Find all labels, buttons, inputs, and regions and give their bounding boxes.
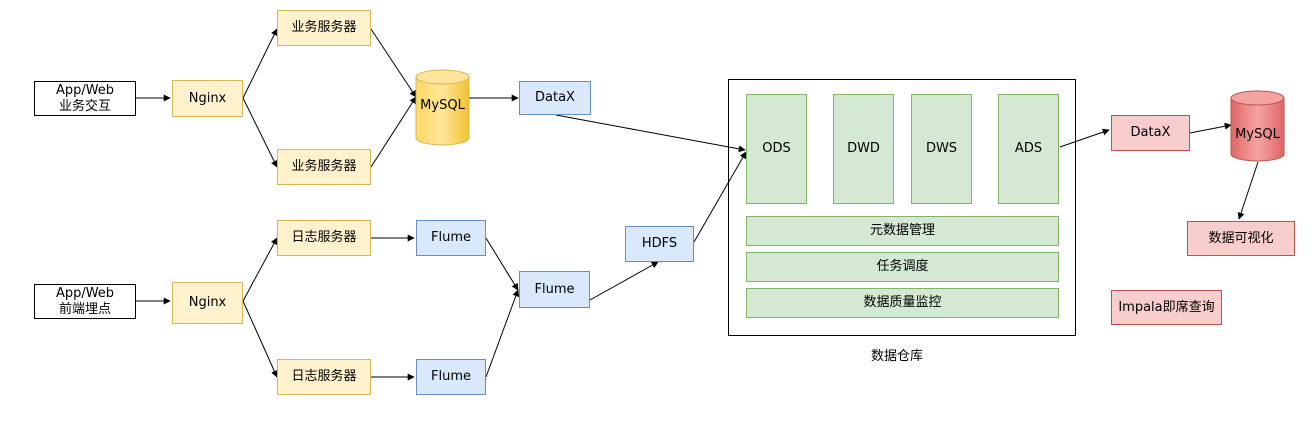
edge-datax-to-mysql-target — [1189, 122, 1232, 134]
mysql-source-cylinder — [415, 69, 470, 146]
data-visualization: 数据可视化 — [1187, 221, 1295, 256]
datax-export: DataX — [1111, 115, 1190, 151]
data-warehouse-frame — [728, 79, 1076, 336]
source-top-line1: App/Web — [55, 82, 115, 98]
flume-2: Flume — [416, 359, 486, 395]
edge-biz1-to-mysql — [370, 28, 417, 98]
data-warehouse-caption: 数据仓库 — [871, 349, 924, 364]
service-task-scheduling: 任务调度 — [746, 252, 1059, 282]
nginx-bottom: Nginx — [172, 282, 243, 324]
source-bottom-line2: 前端埋点 — [58, 301, 111, 317]
source-app-web-business: App/Web 业务交互 — [34, 81, 136, 116]
layer-ods: ODS — [746, 94, 807, 204]
nginx-top: Nginx — [172, 80, 243, 117]
mysql-source-label: MySQL — [420, 97, 465, 113]
source-top-line2: 业务交互 — [58, 98, 111, 114]
edge-flume-agg-to-hdfs — [589, 261, 659, 301]
edge-nginx-to-biz1 — [242, 28, 278, 99]
layer-ads: ADS — [998, 94, 1059, 204]
edge-nginx-to-log1 — [242, 237, 278, 302]
service-metadata-management: 元数据管理 — [746, 216, 1059, 246]
edge-hdfs-to-ods — [693, 151, 747, 243]
edge-nginx-to-biz2 — [242, 97, 278, 168]
layer-dws: DWS — [911, 94, 972, 204]
edge-flume1-to-flume-agg — [485, 237, 519, 291]
log-server-1: 日志服务器 — [277, 220, 371, 256]
mysql-target-cylinder — [1230, 90, 1285, 162]
edge-mysql-target-to-vis — [1237, 161, 1259, 220]
edge-flume2-to-flume-agg — [485, 289, 520, 378]
hdfs: HDFS — [625, 226, 694, 262]
business-server-2: 业务服务器 — [277, 149, 371, 185]
source-app-web-tracking: App/Web 前端埋点 — [34, 284, 136, 319]
mysql-target-label: MySQL — [1235, 126, 1280, 142]
source-bottom-line1: App/Web — [55, 285, 115, 301]
edge-datax-to-ods — [555, 114, 746, 153]
flume-1: Flume — [416, 220, 486, 256]
layer-dwd: DWD — [833, 94, 894, 204]
edge-biz2-to-mysql — [370, 96, 417, 168]
impala-adhoc-query: Impala即席查询 — [1111, 290, 1222, 325]
business-server-1: 业务服务器 — [277, 10, 371, 46]
edge-ads-to-datax — [1059, 128, 1110, 148]
flume-aggregate: Flume — [519, 271, 590, 308]
log-server-2: 日志服务器 — [277, 359, 371, 395]
edge-nginx-to-log2 — [242, 300, 278, 378]
service-data-quality-monitoring: 数据质量监控 — [746, 288, 1059, 318]
datax-ingest: DataX — [519, 81, 591, 115]
